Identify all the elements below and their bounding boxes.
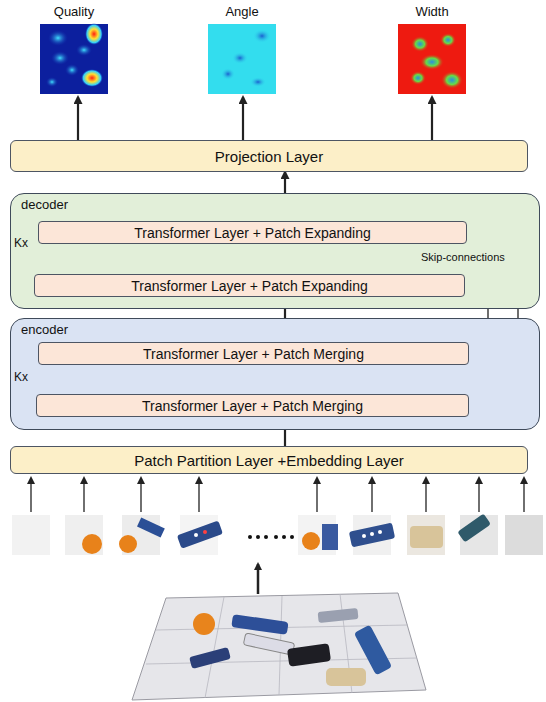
- illustration-part: [282, 535, 286, 539]
- illustration-part: [256, 535, 260, 539]
- node-label: Projection Layer: [215, 148, 323, 165]
- width-heatmap: [398, 24, 466, 94]
- illustration-part: [457, 514, 491, 543]
- band-heading: decoder: [21, 197, 68, 212]
- illustration-part: [119, 535, 137, 553]
- illustration-part: [370, 532, 374, 536]
- illustration-part: [205, 597, 224, 698]
- node-label: Angle: [204, 4, 280, 20]
- node-label: Patch Partition Layer +Embedding Layer: [134, 452, 404, 469]
- decoder-layer: Transformer Layer + Patch Expanding: [38, 221, 467, 244]
- angle-heatmap: [208, 24, 276, 94]
- illustration-part: [425, 478, 426, 512]
- projection-layer: Projection Layer: [10, 140, 528, 172]
- illustration-part: [362, 534, 366, 538]
- illustration-part: [287, 643, 331, 667]
- illustration-part: [83, 478, 84, 512]
- quality-heatmap: [40, 23, 108, 94]
- illustration-part: [420, 54, 444, 70]
- annotation-label: Kx: [14, 236, 28, 250]
- encoder-layer: Transformer Layer + Patch Merging: [38, 342, 469, 365]
- encoder-band: encoderTransformer Layer + Patch Merging…: [10, 318, 540, 430]
- illustration-part: [208, 24, 276, 94]
- illustration-part: [177, 521, 223, 549]
- illustration-part: [81, 69, 103, 87]
- illustration-part: [407, 515, 445, 555]
- illustration-part: [349, 523, 395, 548]
- node-label: Transformer Layer + Patch Expanding: [131, 278, 367, 294]
- illustration-part: [82, 534, 102, 554]
- illustration-part: [410, 526, 443, 548]
- node-label: Transformer Layer + Patch Merging: [143, 346, 364, 362]
- illustration-part: [250, 77, 266, 87]
- flow-arrow: [242, 97, 244, 140]
- illustration-part: [290, 535, 294, 539]
- illustration-part: [274, 535, 278, 539]
- illustration-part: [65, 64, 79, 76]
- illustration-part: [441, 71, 463, 89]
- illustration-part: [248, 535, 252, 539]
- illustration-part: [40, 24, 108, 94]
- illustration-part: [322, 524, 338, 550]
- illustration-part: [193, 613, 215, 635]
- illustration-part: [440, 33, 456, 47]
- illustration-part: [318, 608, 359, 623]
- illustration-part: [203, 530, 207, 534]
- illustration-part: [194, 533, 198, 537]
- node-label: Width: [394, 4, 470, 20]
- flow-arrow: [77, 97, 79, 140]
- illustration-part: [46, 77, 58, 87]
- band-heading: encoder: [21, 322, 68, 337]
- illustration-part: [231, 614, 288, 635]
- illustration-part: [232, 52, 248, 64]
- decoder-layer: Transformer Layer + Patch Expanding: [34, 274, 465, 297]
- illustration-part: [51, 51, 69, 65]
- illustration-part: [523, 478, 524, 512]
- illustration-part: [378, 530, 382, 534]
- output-map: Width: [394, 2, 470, 97]
- node-label: Transformer Layer + Patch Expanding: [134, 225, 370, 241]
- embedding-layer: Patch Partition Layer +Embedding Layer: [10, 446, 528, 474]
- illustration-part: [198, 478, 199, 512]
- illustration-part: [140, 478, 141, 512]
- illustration-part: [12, 515, 50, 555]
- image-patches: [12, 514, 543, 555]
- illustration-part: [48, 30, 68, 46]
- node-label: Transformer Layer + Patch Merging: [142, 398, 363, 414]
- illustration-part: [189, 647, 231, 669]
- illustration-part: [478, 478, 479, 512]
- output-map: Angle: [204, 2, 280, 97]
- illustration-part: [411, 36, 429, 52]
- flow-arrow: [431, 97, 433, 140]
- encoder-layer: Transformer Layer + Patch Merging: [36, 394, 469, 417]
- patch-arrows: [31, 478, 524, 512]
- illustration-part: [76, 44, 92, 56]
- illustration-part: [316, 478, 317, 512]
- illustration-part: [146, 594, 417, 698]
- illustration-part: [243, 633, 294, 655]
- illustration-part: [132, 593, 426, 700]
- node-label: Quality: [36, 4, 112, 20]
- illustration-part: [85, 23, 103, 45]
- input-image: [132, 564, 426, 700]
- illustration-part: [30, 478, 31, 512]
- illustration-part: [354, 625, 392, 676]
- illustration-part: [326, 668, 366, 686]
- illustration-part: [137, 517, 165, 537]
- illustration-part: [257, 564, 260, 594]
- output-map: Quality: [36, 2, 112, 97]
- illustration-part: [410, 71, 426, 85]
- illustration-part: [253, 29, 271, 43]
- illustration-part: [505, 515, 543, 555]
- illustration-part: [264, 535, 268, 539]
- annotation-label: Kx: [14, 370, 28, 384]
- illustration-part: [398, 24, 466, 94]
- illustration-part: [302, 532, 320, 550]
- illustration-part: [65, 515, 103, 555]
- annotation-label: Skip-connections: [420, 251, 506, 264]
- illustration-part: [371, 478, 372, 512]
- illustration-part: [221, 68, 235, 80]
